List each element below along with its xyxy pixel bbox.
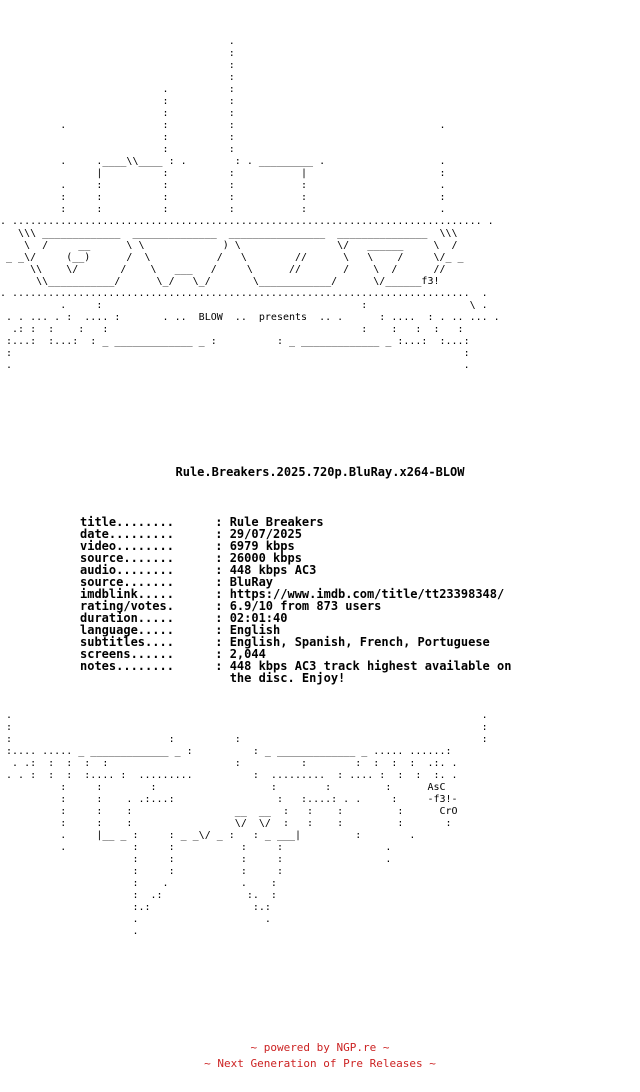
info-value: 448 kbps AC3 track highest available on … [229,659,512,685]
info-separator: : [208,575,230,589]
info-key: language..... [80,623,174,637]
info-separator: : [208,635,230,649]
info-row: date......... : 29/07/2025 [80,528,560,540]
info-key: duration..... [80,611,174,625]
info-row: source....... : BluRay [80,576,560,588]
info-separator: : [208,611,230,625]
info-value: https://www.imdb.com/title/tt23398348/ [229,587,505,601]
info-value: Rule Breakers [229,515,324,529]
info-key: date......... [80,527,174,541]
info-row: language..... : English [80,624,560,636]
info-key: notes........ [80,659,174,673]
release-name: Rule.Breakers.2025.720p.BluRay.x264-BLOW [175,465,465,479]
info-value: 29/07/2025 [229,527,302,541]
info-separator: : [208,659,230,673]
info-value: English [229,623,281,637]
info-row: audio........ : 448 kbps AC3 [80,564,560,576]
info-value: 6.9/10 from 873 users [229,599,382,613]
info-key: rating/votes. [80,599,174,613]
info-row: video........ : 6979 kbps [80,540,560,552]
info-value: BluRay [229,575,274,589]
info-value: 26000 kbps [229,551,302,565]
header-ascii-art: . : : : . : : [0,36,500,371]
powered-by-line: ~ powered by NGP.re ~ [250,1041,390,1054]
info-separator: : [208,599,230,613]
info-row: title........ : Rule Breakers [80,516,560,528]
info-separator: : [208,647,230,661]
footer-ascii-art: . . : : : : [6,710,488,937]
info-row: imdblink..... : https://www.imdb.com/tit… [80,588,560,600]
info-separator: : [208,563,230,577]
info-value: 6979 kbps [229,539,295,553]
info-value: 448 kbps AC3 [229,563,317,577]
info-key: title........ [80,515,174,529]
info-separator: : [208,551,230,565]
info-value: 02:01:40 [229,611,288,625]
info-separator: : [208,587,230,601]
info-key: source....... [80,575,174,589]
info-separator: : [208,527,230,541]
info-row: source....... : 26000 kbps [80,552,560,564]
info-separator: : [208,539,230,553]
info-key: screens...... [80,647,174,661]
info-row: notes........ : 448 kbps AC3 track highe… [80,660,560,684]
info-row: screens...... : 2,044 [80,648,560,660]
info-key: audio........ [80,563,174,577]
powered-by-tagline: ~ Next Generation of Pre Releases ~ [204,1057,436,1070]
info-value: 2,044 [229,647,266,661]
info-key: source....... [80,551,174,565]
info-key: video........ [80,539,174,553]
info-separator: : [208,515,230,529]
info-row: rating/votes. : 6.9/10 from 873 users [80,600,560,612]
info-value: English, Spanish, French, Portuguese [229,635,490,649]
info-row: duration..... : 02:01:40 [80,612,560,624]
info-separator: : [208,623,230,637]
info-key: subtitles.... [80,635,174,649]
info-key: imdblink..... [80,587,174,601]
info-row: subtitles.... : English, Spanish, French… [80,636,560,648]
